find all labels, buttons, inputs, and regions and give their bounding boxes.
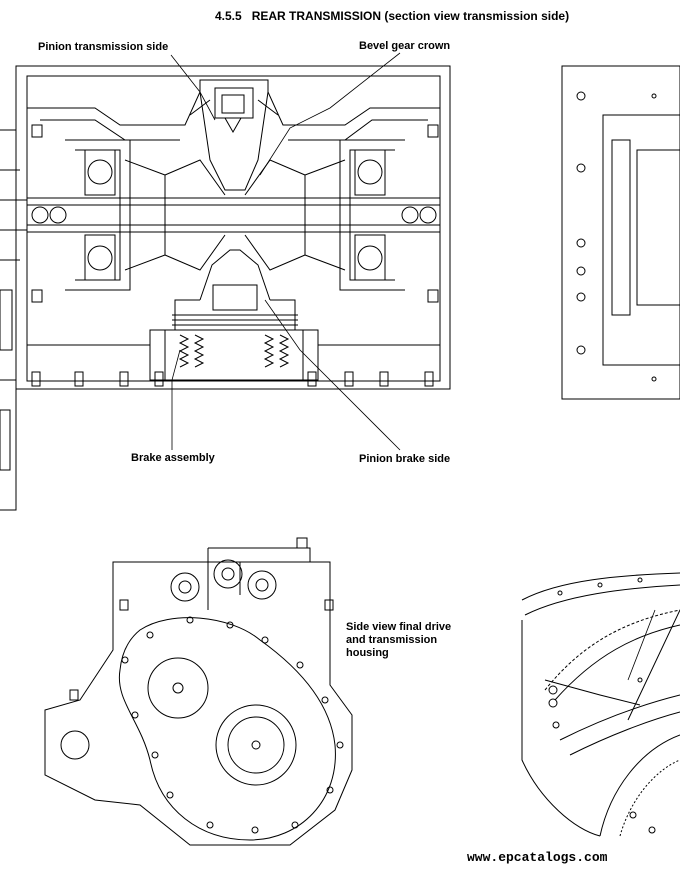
- leader-brake-assembly: [171, 349, 181, 450]
- label-brake-assembly: Brake assembly: [131, 452, 215, 464]
- label-side-view-line-3: housing: [346, 647, 389, 659]
- rear-transmission-section-view: [15, 65, 451, 390]
- left-adjacent-fragment: [0, 129, 27, 511]
- leader-bevel-gear-crown: [259, 52, 401, 176]
- leader-lines: [170, 52, 656, 681]
- leader-pinion-transmission-side: [170, 54, 216, 121]
- crown-gear-detail: [521, 572, 680, 837]
- section-number: 4.5.5: [215, 9, 242, 23]
- label-side-view-line-2: and transmission: [346, 634, 438, 646]
- leader-gear-detail: [627, 609, 656, 681]
- label-side-view-line-1: Side view final drive: [346, 621, 452, 633]
- label-side-view: Side view final drive and transmission h…: [346, 621, 451, 660]
- right-plan-view: [561, 65, 680, 400]
- watermark-url: www.epcatalogs.com: [467, 850, 608, 865]
- label-pinion-transmission-side: Pinion transmission side: [38, 41, 169, 53]
- label-pinion-brake-side: Pinion brake side: [359, 453, 451, 465]
- page-header: 4.5.5 REAR TRANSMISSION (section view tra…: [215, 9, 569, 23]
- side-view-housing: [44, 537, 353, 846]
- label-bevel-gear-crown: Bevel gear crown: [359, 40, 451, 52]
- leader-pinion-brake-side: [264, 299, 401, 451]
- section-title: REAR TRANSMISSION (section view transmis…: [251, 9, 570, 23]
